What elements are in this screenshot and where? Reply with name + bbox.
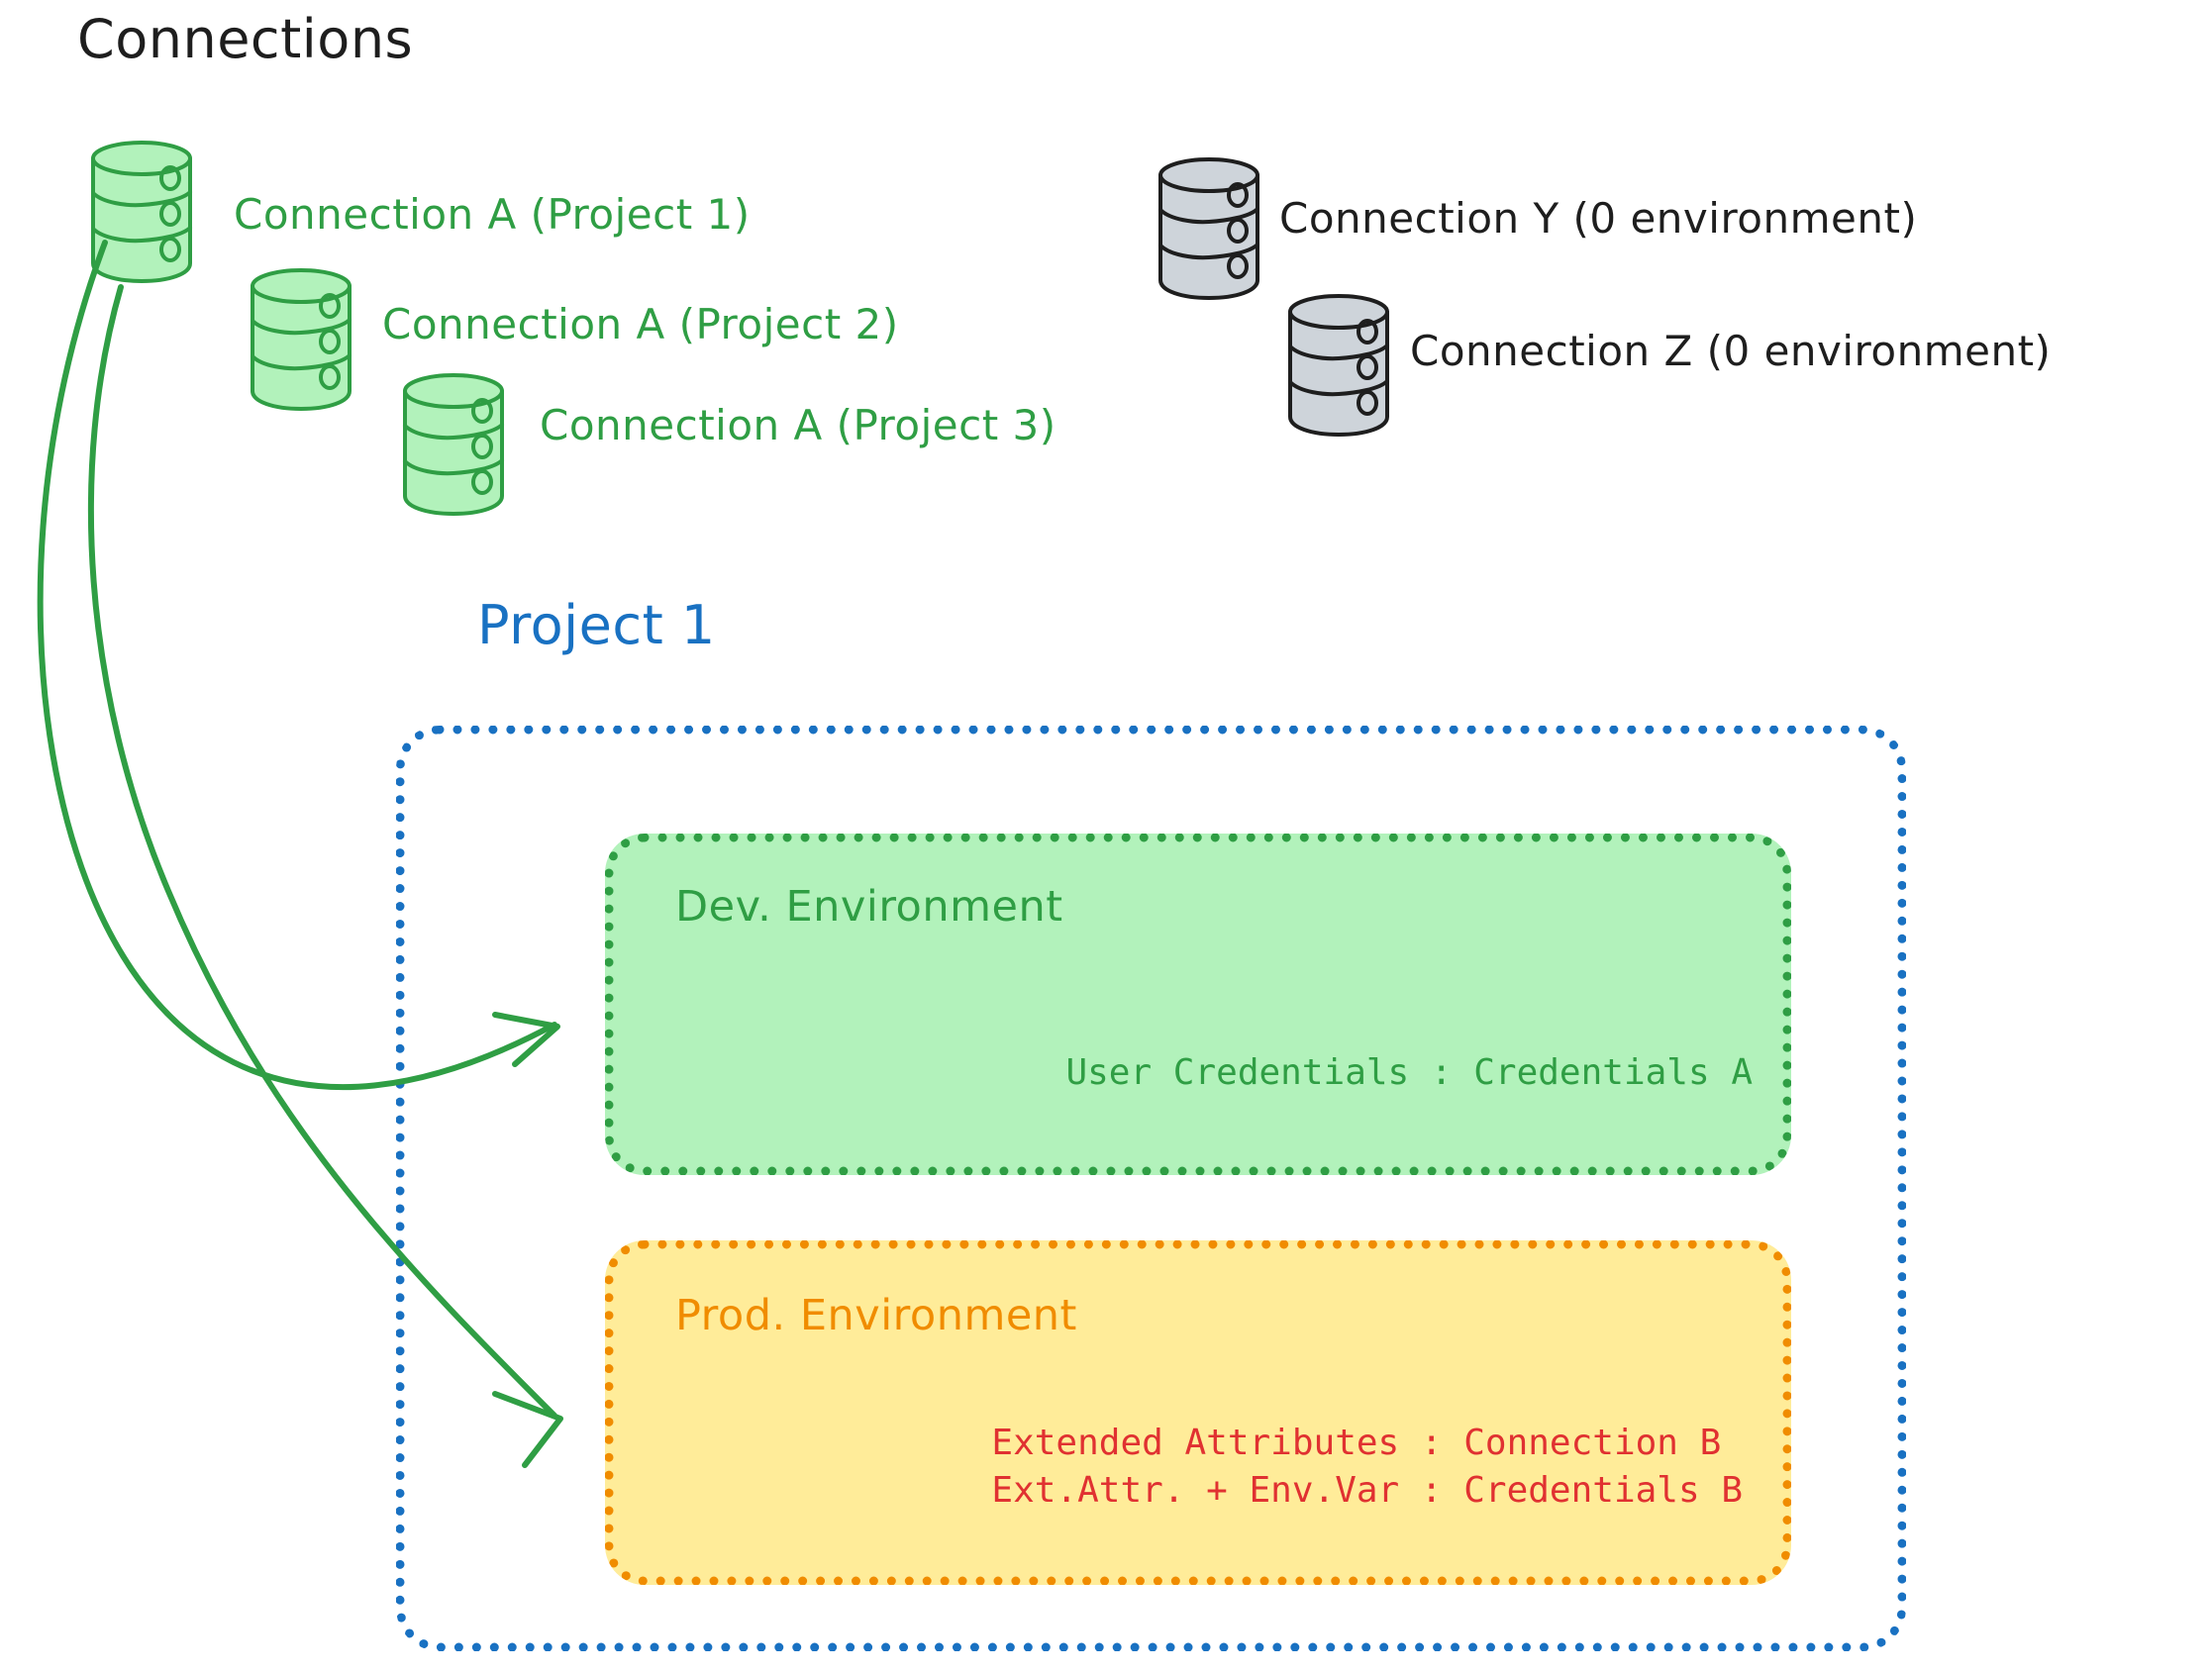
project-heading: Project 1 xyxy=(477,594,716,656)
database-icon xyxy=(251,268,352,411)
database-icon xyxy=(403,373,504,516)
connection-label-a3: Connection A (Project 3) xyxy=(540,401,1056,449)
connection-label-a2: Connection A (Project 2) xyxy=(382,300,899,348)
connection-label-y: Connection Y (0 environment) xyxy=(1279,194,1918,243)
dev-environment-title: Dev. Environment xyxy=(675,882,1063,932)
database-icon xyxy=(1288,294,1389,437)
database-icon xyxy=(1158,157,1259,300)
dev-credentials-line: User Credentials : Credentials A xyxy=(1065,1052,1753,1093)
connections-heading: Connections xyxy=(77,8,414,70)
connection-label-a1: Connection A (Project 1) xyxy=(234,190,751,239)
prod-attribute-lines: Extended Attributes : Connection B Ext.A… xyxy=(991,1423,1743,1511)
database-icon xyxy=(91,141,192,283)
prod-environment-title: Prod. Environment xyxy=(675,1291,1077,1340)
connection-label-z: Connection Z (0 environment) xyxy=(1410,327,2052,375)
dev-environment-box: Dev. Environment User Credentials : Cred… xyxy=(605,834,1791,1175)
prod-environment-box: Prod. Environment Extended Attributes : … xyxy=(605,1240,1791,1585)
